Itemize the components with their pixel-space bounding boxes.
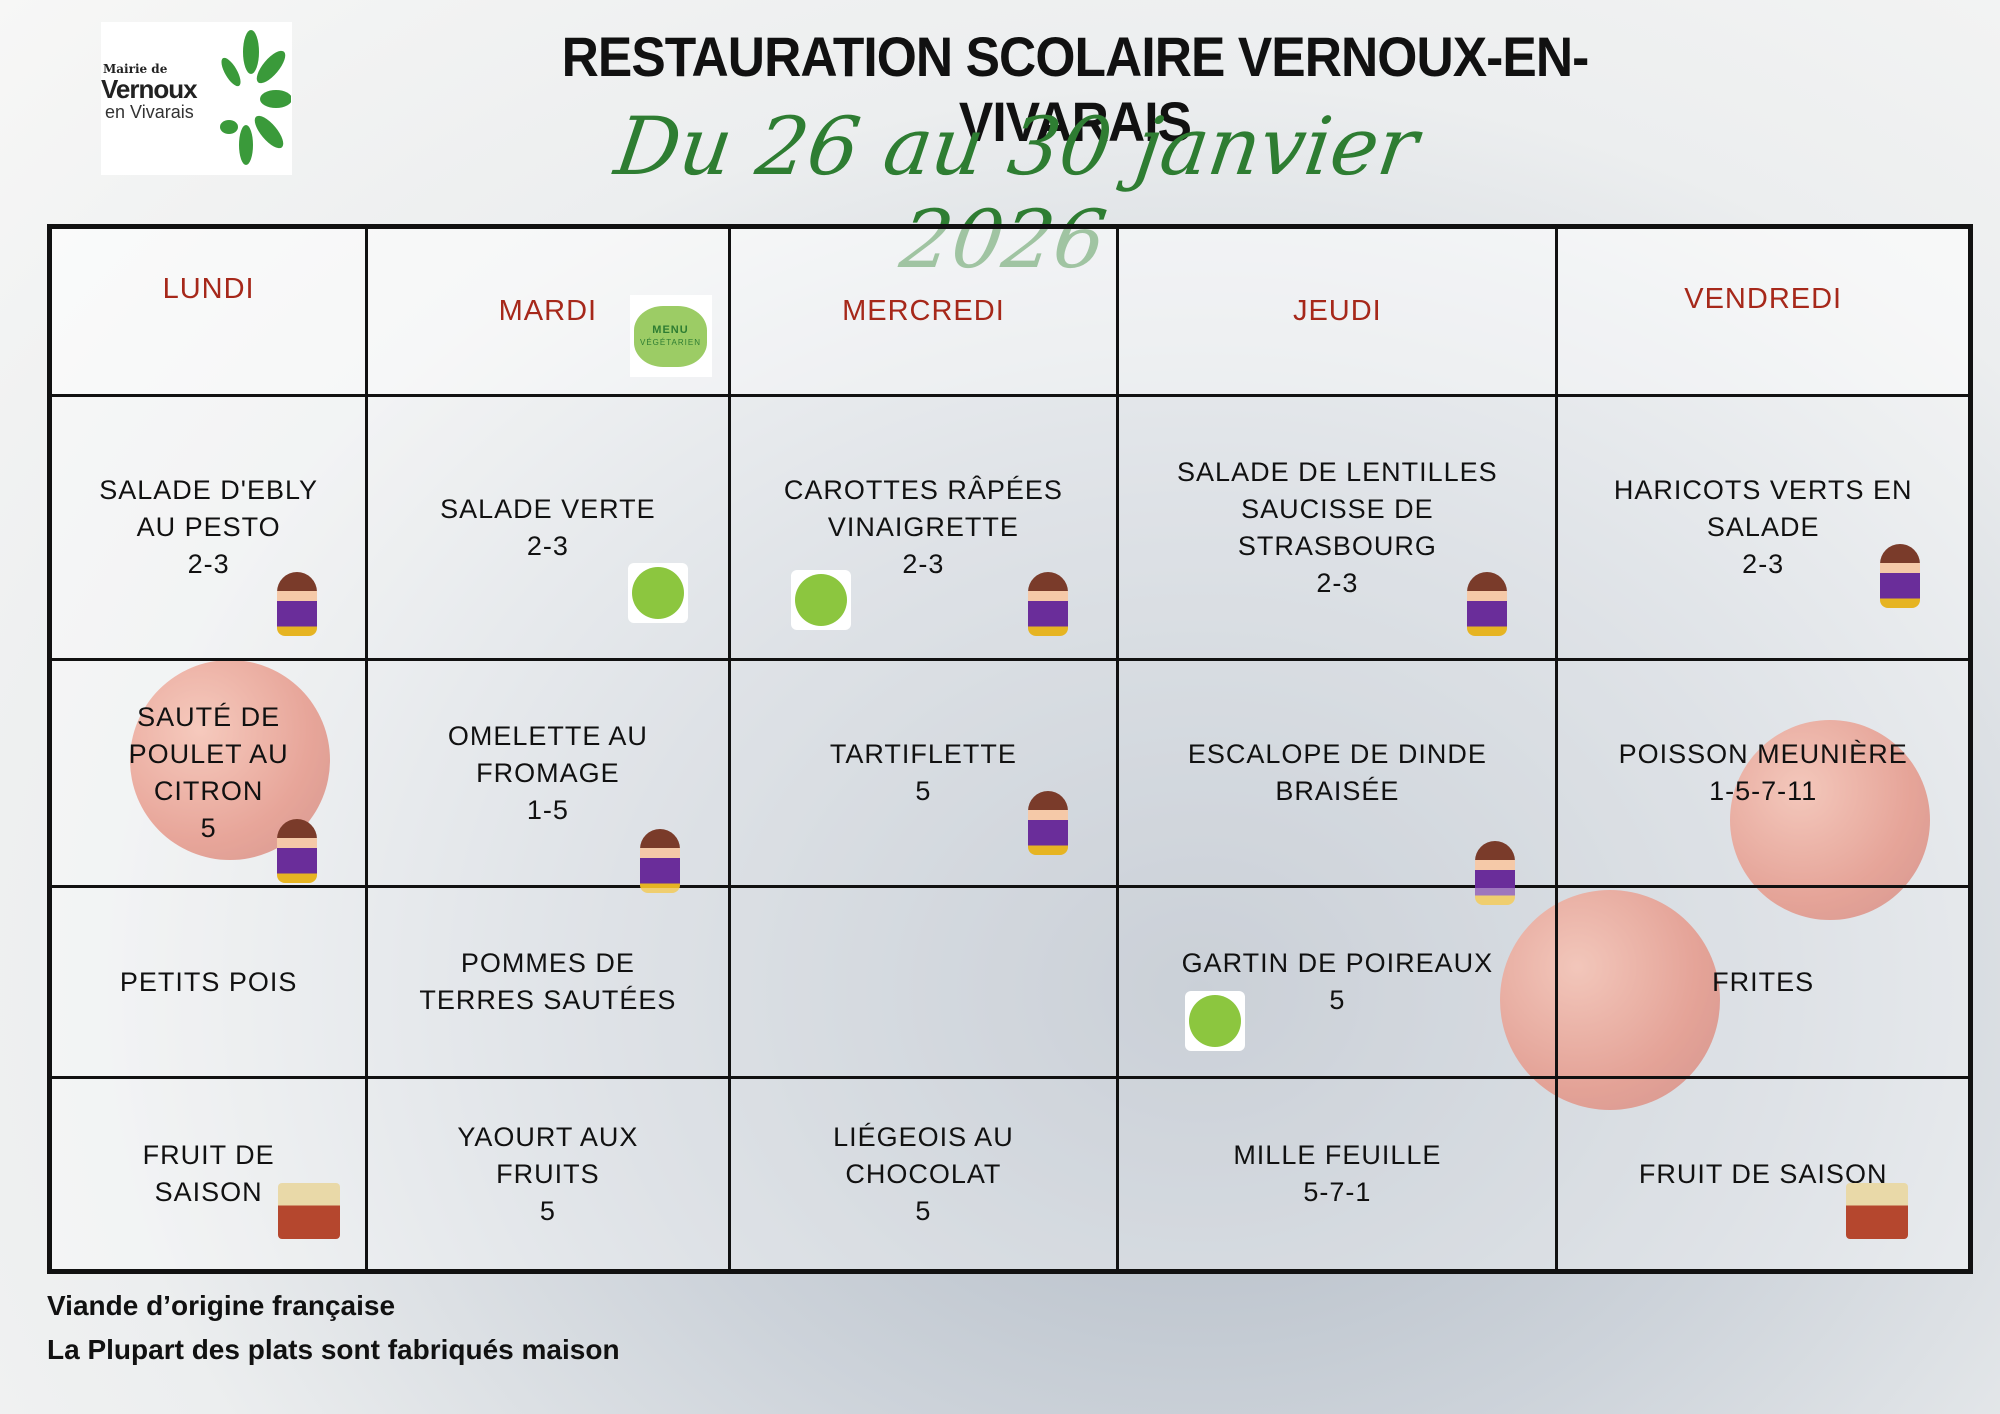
chef-icon — [639, 829, 680, 893]
menu-cell: SALADE D'EBLY AU PESTO 2-3 — [47, 394, 369, 661]
basket-icon — [278, 1183, 341, 1239]
allergen-codes: 2-3 — [1316, 567, 1359, 598]
menu-table: LUNDI MARDI MenuVÉGÉTARIEN MERCREDI JEUD… — [47, 224, 1973, 1274]
menu-cell: TARTIFLETTE 5 — [727, 658, 1120, 888]
dish-line: FRUIT DE — [142, 1140, 275, 1170]
vegetarian-menu-badge: MenuVÉGÉTARIEN — [629, 295, 712, 377]
menu-cell: POISSON MEUNIÈRE 1-5-7-11 — [1555, 658, 1972, 888]
dish-line: POMMES DE — [460, 948, 635, 978]
menu-cell: SAUTÉ DE POULET AU CITRON 5 — [47, 658, 369, 888]
dish-line: FROMAGE — [476, 757, 620, 788]
allergen-codes: 5 — [915, 776, 932, 806]
menu-cell: SALADE VERTE 2-3 — [365, 394, 731, 661]
menu-cell: FRUIT DE SAISON — [1555, 1076, 1972, 1273]
dish-line: SALADE VERTE — [440, 493, 656, 524]
allergen-codes: 2-3 — [526, 530, 569, 561]
chef-icon — [1880, 544, 1920, 608]
local-products-icon — [627, 563, 688, 623]
dish-line: SAUTÉ DE — [137, 702, 281, 732]
dish-line: PETITS POIS — [119, 966, 298, 997]
dish-line: LIÉGEOIS AU — [833, 1121, 1014, 1152]
allergen-codes: 5 — [1329, 985, 1346, 1015]
dish-line: SALADE D'EBLY — [99, 475, 318, 505]
allergen-codes: 5 — [915, 1195, 932, 1226]
chef-icon — [1028, 791, 1069, 855]
dish-line: SAUCISSE DE — [1241, 493, 1434, 524]
day-header-vendredi: VENDREDI — [1555, 225, 1972, 397]
day-label: MARDI — [498, 295, 598, 327]
veg-badge-text: VÉGÉTARIEN — [640, 337, 701, 347]
menu-cell: CAROTTES RÂPÉES VINAIGRETTE 2-3 — [727, 394, 1120, 661]
local-products-icon — [1185, 991, 1246, 1051]
allergen-codes: 1-5 — [526, 794, 569, 825]
dish-line: CITRON — [153, 776, 264, 806]
dish-line: YAOURT AUX — [457, 1121, 639, 1152]
dish-line: BRAISÉE — [1275, 776, 1400, 806]
dish-line: HARICOTS VERTS EN — [1613, 475, 1913, 505]
day-header-lundi: LUNDI — [47, 225, 369, 397]
dish-line: SALADE — [1706, 512, 1820, 542]
menu-cell: HARICOTS VERTS EN SALADE 2-3 — [1555, 394, 1972, 661]
chef-icon — [1028, 572, 1069, 636]
logo-text: Mairie de — [103, 62, 168, 76]
local-products-icon — [790, 570, 851, 630]
leaf-icon — [220, 30, 291, 165]
dish-line: POULET AU — [128, 739, 289, 769]
menu-cell: MILLE FEUILLE 5-7-1 — [1116, 1076, 1559, 1273]
day-header-mercredi: MERCREDI — [727, 225, 1120, 397]
menu-cell: YAOURT AUX FRUITS 5 — [365, 1076, 731, 1273]
dish-line: FRUITS — [496, 1158, 600, 1189]
dish-line: CHOCOLAT — [845, 1158, 1002, 1189]
menu-cell: FRITES — [1555, 885, 1972, 1079]
chef-icon — [277, 572, 318, 636]
page-title: RESTAURATION SCOLAIRE VERNOUX-EN-VIVARAI… — [561, 25, 1590, 153]
menu-cell: FRUIT DE SAISON — [47, 1076, 369, 1273]
dish-line: OMELETTE AU — [447, 720, 648, 751]
menu-cell: ESCALOPE DE DINDE BRAISÉE — [1116, 658, 1559, 905]
day-label: JEUDI — [1292, 295, 1382, 327]
dish-line: ESCALOPE DE DINDE — [1187, 739, 1487, 769]
chef-icon — [277, 819, 318, 883]
day-header-mardi: MARDI MenuVÉGÉTARIEN — [365, 225, 731, 397]
menu-cell: OMELETTE AU FROMAGE 1-5 — [365, 658, 731, 893]
veg-badge-text: Menu — [652, 323, 689, 336]
allergen-codes: 2-3 — [187, 549, 230, 579]
logo-text: en Vivarais — [105, 102, 194, 122]
dish-line: MILLE FEUILLE — [1233, 1140, 1442, 1170]
allergen-codes: 5-7-1 — [1303, 1177, 1372, 1207]
dish-line: FRUIT DE SAISON — [1638, 1158, 1888, 1189]
footer-note: La Plupart des plats sont fabriqués mais… — [47, 1334, 620, 1365]
day-label: MERCREDI — [842, 295, 1005, 327]
dish-line: SALADE DE LENTILLES — [1177, 456, 1498, 487]
dish-line: CAROTTES RÂPÉES — [783, 475, 1063, 505]
day-label: VENDREDI — [1684, 283, 1843, 315]
allergen-codes: 5 — [539, 1195, 556, 1226]
logo-text: Vernoux — [101, 74, 198, 104]
basket-icon — [1846, 1183, 1908, 1239]
dish-line: TERRES SAUTÉES — [419, 985, 677, 1015]
menu-cell: SALADE DE LENTILLES SAUCISSE DE STRASBOURG… — [1116, 394, 1559, 661]
allergen-codes: 5 — [200, 813, 217, 843]
dish-line: SAISON — [154, 1177, 263, 1207]
chef-icon — [1467, 572, 1508, 636]
allergen-codes: 1-5-7-11 — [1709, 776, 1818, 806]
day-label: LUNDI — [162, 273, 255, 305]
allergen-codes: 2-3 — [902, 549, 945, 579]
mairie-logo: Mairie de Vernoux en Vivarais — [101, 22, 292, 175]
allergen-codes: 2-3 — [1742, 549, 1785, 579]
dish-line: TARTIFLETTE — [829, 739, 1017, 769]
dish-line: GARTIN DE POIREAUX — [1181, 948, 1494, 978]
menu-cell: GARTIN DE POIREAUX 5 — [1116, 885, 1559, 1079]
dish-line: VINAIGRETTE — [827, 512, 1019, 542]
menu-cell: PETITS POIS — [47, 885, 369, 1079]
dish-line: FRITES — [1712, 966, 1815, 997]
dish-line: AU PESTO — [136, 512, 281, 542]
menu-cell: POMMES DE TERRES SAUTÉES — [365, 885, 731, 1079]
menu-cell-empty — [727, 885, 1120, 1079]
dish-line: POISSON MEUNIÈRE — [1618, 739, 1908, 769]
day-header-jeudi: JEUDI — [1116, 225, 1559, 397]
menu-cell: LIÉGEOIS AU CHOCOLAT 5 — [727, 1076, 1120, 1273]
dish-line: STRASBOURG — [1237, 530, 1437, 561]
footer-note: Viande d’origine française — [47, 1290, 396, 1321]
